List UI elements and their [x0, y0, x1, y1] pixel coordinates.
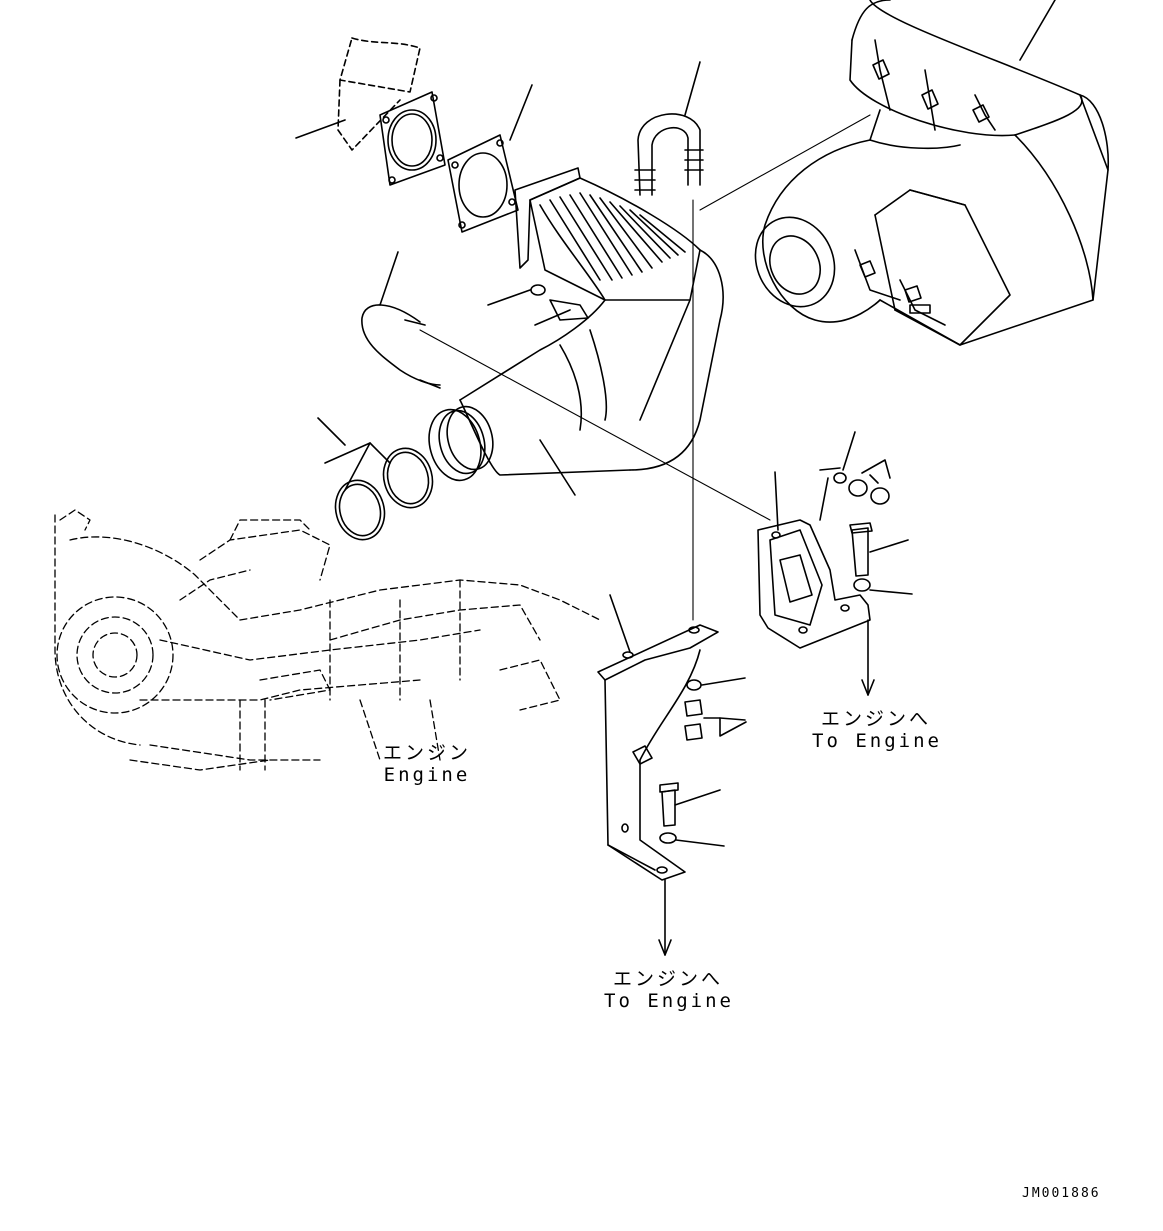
intake-pipe — [428, 167, 724, 496]
drawing-code: JM001886 — [1022, 1186, 1101, 1201]
gasket — [447, 84, 533, 233]
clamp-wire — [361, 251, 771, 521]
to-engine-bottom-jp: エンジンへ — [612, 968, 723, 990]
leader-line — [699, 114, 871, 211]
to-engine-bottom-en: To Engine — [604, 990, 734, 1012]
bracket-lower — [597, 199, 747, 956]
o-rings — [317, 417, 434, 541]
engine — [54, 509, 601, 771]
to-engine-right-jp: エンジンへ — [820, 708, 931, 730]
engine-label: エンジン Engine — [382, 742, 472, 786]
elbow-flange — [295, 37, 446, 186]
to-engine-right-en: To Engine — [812, 730, 942, 752]
engine-label-en: Engine — [383, 764, 471, 786]
to-engine-label-bottom: エンジンへ To Engine — [604, 968, 732, 1012]
to-engine-label-right: エンジンへ To Engine — [812, 708, 940, 752]
u-bolt — [634, 61, 704, 196]
engine-label-jp: エンジン — [382, 742, 471, 764]
bracket-right — [757, 431, 913, 696]
air-cleaner — [754, 0, 1110, 346]
